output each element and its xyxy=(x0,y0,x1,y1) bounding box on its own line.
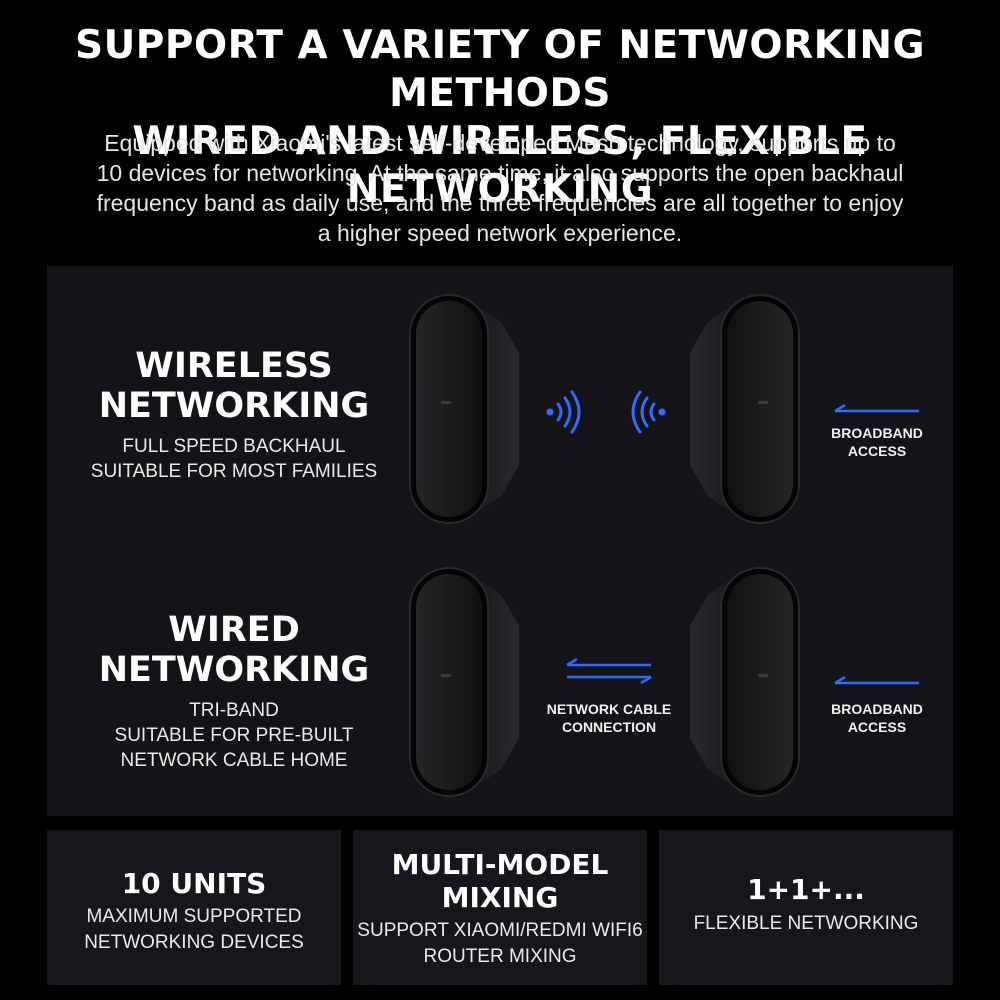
feature-card-mixing: MULTI-MODEL MIXING SUPPORT XIAOMI/REDMI … xyxy=(353,830,647,985)
network-cable-line-2: CONNECTION xyxy=(561,719,657,735)
wifi-signal-left-icon xyxy=(627,388,667,441)
wireless-broadband-line-1: BROADBAND xyxy=(831,425,923,441)
headline: SUPPORT A VARIETY OF NETWORKING METHODS … xyxy=(0,22,1000,214)
headline-line-2: WIRED AND WIRELESS, FLEXIBLE NETWORKING xyxy=(132,119,868,212)
description-line-2: 10 devices for networking. At the same t… xyxy=(96,160,904,186)
router-device-icon xyxy=(407,293,522,525)
double-arrow-icon xyxy=(565,657,653,689)
wireless-subtitle-line-1: FULL SPEED BACKHAUL xyxy=(122,436,346,457)
wired-broadband-line-2: ACCESS xyxy=(847,719,907,735)
description-line-1: Equipped with Xiaomi's latest self-devel… xyxy=(104,130,896,156)
card-subtitle: SUPPORT XIAOMI/REDMI WIFI6 ROUTER MIXING xyxy=(353,918,647,970)
description-line-4: a higher speed network experience. xyxy=(317,220,683,246)
arrow-left-icon xyxy=(833,403,921,423)
card-subtitle-line-1: FLEXIBLE NETWORKING xyxy=(693,913,919,934)
card-subtitle-line-1: MAXIMUM SUPPORTED xyxy=(86,906,302,927)
wired-title-line-2: NETWORKING xyxy=(98,650,370,690)
wireless-title: WIRELESS NETWORKING xyxy=(64,346,404,426)
wired-broadband-label: BROADBAND ACCESS xyxy=(797,700,957,736)
card-subtitle-line-1: SUPPORT XIAOMI/REDMI WIFI6 xyxy=(357,920,643,941)
network-cable-label: NETWORK CABLE CONNECTION xyxy=(529,700,689,736)
card-subtitle-line-2: NETWORKING DEVICES xyxy=(84,932,304,953)
description: Equipped with Xiaomi's latest self-devel… xyxy=(30,128,970,248)
wifi-signal-right-icon xyxy=(545,388,585,441)
card-title: 10 UNITS xyxy=(121,867,267,900)
description-line-3: frequency band as daily use, and the thr… xyxy=(96,190,904,216)
wireless-subtitle: FULL SPEED BACKHAUL SUITABLE FOR MOST FA… xyxy=(64,434,404,484)
wired-broadband-line-1: BROADBAND xyxy=(831,701,923,717)
wireless-title-line-1: WIRELESS xyxy=(135,346,333,386)
wired-title-line-1: WIRED xyxy=(168,610,300,650)
router-device-icon xyxy=(407,566,522,798)
feature-card-units: 10 UNITS MAXIMUM SUPPORTED NETWORKING DE… xyxy=(47,830,341,985)
wired-subtitle: TRI-BAND SUITABLE FOR PRE-BUILT NETWORK … xyxy=(64,698,404,773)
networking-panel: WIRELESS NETWORKING FULL SPEED BACKHAUL … xyxy=(47,266,953,816)
card-subtitle: FLEXIBLE NETWORKING xyxy=(659,911,953,937)
feature-card-flexible: 1+1+... FLEXIBLE NETWORKING xyxy=(659,830,953,985)
card-title-line-1: MULTI-MODEL xyxy=(391,848,609,881)
network-cable-line-1: NETWORK CABLE xyxy=(546,701,672,717)
wired-subtitle-line-1: TRI-BAND xyxy=(189,700,279,721)
wired-title: WIRED NETWORKING xyxy=(64,610,404,690)
wireless-title-line-2: NETWORKING xyxy=(98,386,370,426)
wireless-broadband-line-2: ACCESS xyxy=(847,443,907,459)
card-subtitle: MAXIMUM SUPPORTED NETWORKING DEVICES xyxy=(47,904,341,956)
router-device-icon xyxy=(687,566,802,798)
card-subtitle-line-2: ROUTER MIXING xyxy=(423,946,577,967)
card-title-line-2: MIXING xyxy=(441,881,559,914)
wired-subtitle-line-3: NETWORK CABLE HOME xyxy=(120,750,348,771)
card-title: MULTI-MODEL MIXING xyxy=(353,848,647,914)
wireless-subtitle-line-2: SUITABLE FOR MOST FAMILIES xyxy=(90,461,378,482)
wired-subtitle-line-2: SUITABLE FOR PRE-BUILT xyxy=(114,725,354,746)
headline-line-1: SUPPORT A VARIETY OF NETWORKING METHODS xyxy=(75,23,925,116)
card-title: 1+1+... xyxy=(747,873,865,906)
arrow-left-icon xyxy=(833,675,921,695)
router-device-icon xyxy=(687,293,802,525)
wireless-broadband-label: BROADBAND ACCESS xyxy=(797,424,957,460)
